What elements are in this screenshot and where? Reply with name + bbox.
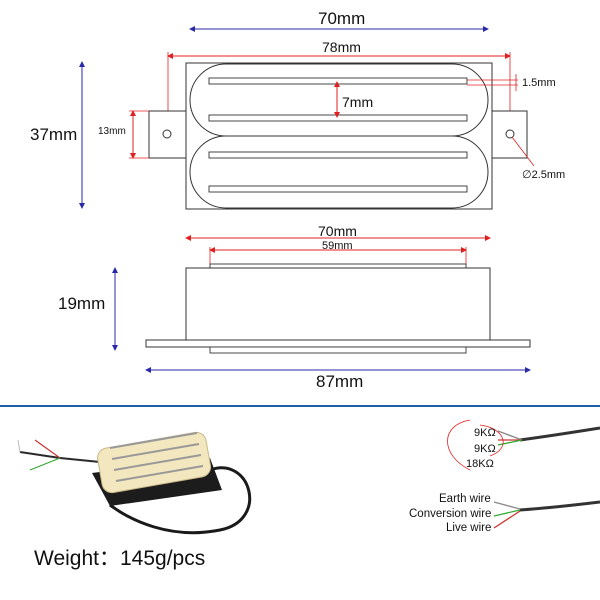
bar-spacing-label: 7mm: [342, 94, 374, 110]
side-base-plate: [145, 339, 531, 348]
resistance-label-3: 18KΩ: [466, 458, 494, 470]
live-wire-label: Live wire: [446, 522, 492, 534]
side-view: [112, 235, 531, 373]
top-width-label: 70mm: [318, 9, 366, 28]
coil-bottom: [189, 135, 489, 209]
wiring-diagram: [447, 419, 600, 529]
lead-wire: [19, 451, 101, 463]
pickup-cable: [109, 466, 251, 535]
screw-hole-right: [505, 129, 515, 139]
blade-bar: [208, 151, 468, 159]
top-view: [79, 26, 535, 210]
screw-hole-left: [162, 129, 172, 139]
earth-wire-label: Earth wire: [439, 493, 491, 505]
pickup-photo: [17, 431, 251, 535]
coil-top: [189, 63, 489, 137]
hole-diameter-label: ∅2.5mm: [522, 169, 566, 181]
bracket-height-label: 13mm: [98, 126, 126, 137]
side-base-width-label: 87mm: [316, 372, 364, 391]
side-inner-width-label: 59mm: [322, 240, 353, 252]
weight-label: Weight：145g/pcs: [34, 547, 206, 570]
bar-width-label: 1.5mm: [522, 77, 556, 89]
conversion-wire-label: Conversion wire: [409, 508, 492, 520]
side-bottom-cap: [209, 346, 467, 354]
inner-width-label: 78mm: [322, 39, 361, 55]
side-top-width-label: 70mm: [318, 223, 357, 239]
height-label: 37mm: [30, 125, 78, 144]
resistance-label-2: 9KΩ: [474, 443, 496, 455]
side-height-label: 19mm: [58, 294, 106, 313]
resistance-label-1: 9KΩ: [474, 427, 496, 439]
blade-bar: [208, 185, 468, 193]
blade-bar: [208, 77, 468, 85]
side-body: [185, 267, 491, 341]
blade-bar: [208, 114, 468, 122]
hole-diameter-pointer: [511, 136, 535, 167]
